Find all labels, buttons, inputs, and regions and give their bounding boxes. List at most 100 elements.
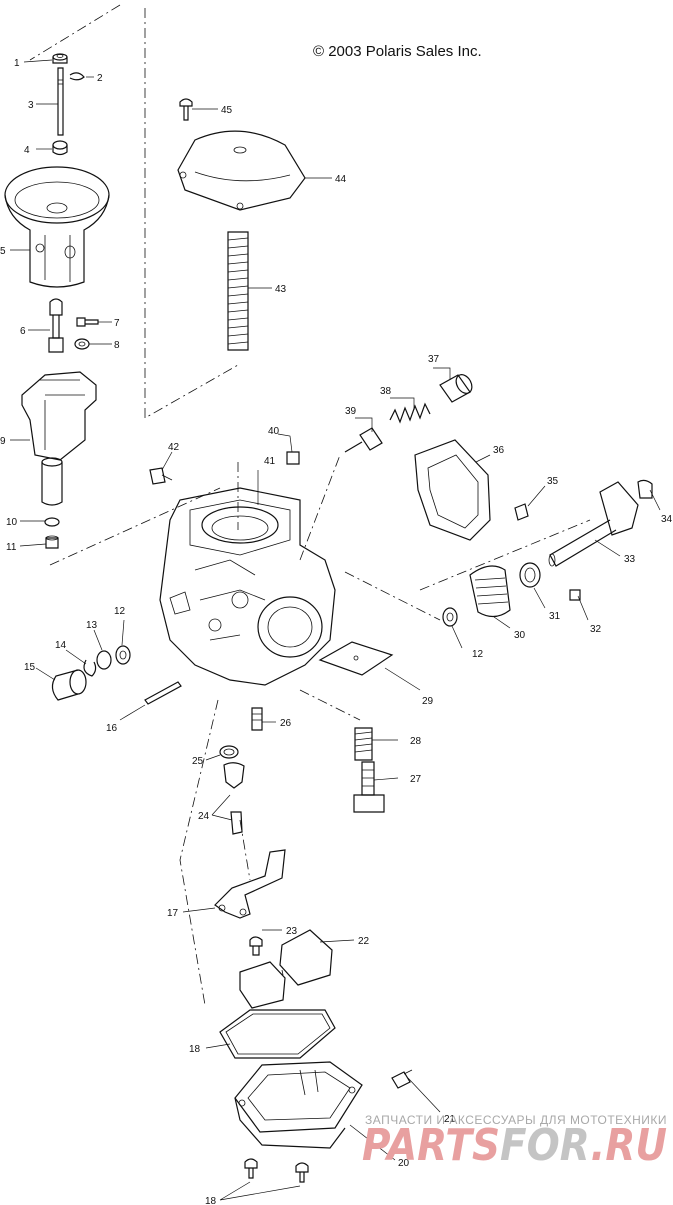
assembly-axis-lines	[29, 4, 591, 1006]
callout-labels: 1 2 3 4 5 6 7 8 9 10 11 12 13 14 15 16 1…	[0, 58, 673, 1205]
callout-13: 13	[86, 620, 98, 631]
part-42-screw	[149, 467, 173, 485]
part-9-slide-holder	[21, 371, 97, 506]
callout-43: 43	[275, 284, 287, 295]
part-7-screw	[76, 317, 99, 327]
watermark-brand-for: FOR	[500, 1120, 590, 1171]
part-23-screw	[249, 936, 263, 956]
part-4-washer	[52, 140, 68, 156]
leader-lines	[10, 59, 661, 1201]
part-12-washer-left	[115, 645, 131, 665]
callout-4: 4	[24, 145, 30, 156]
part-26-jet	[251, 707, 263, 731]
callout-9: 9	[0, 436, 6, 447]
part-28-spring	[354, 727, 373, 761]
callout-40: 40	[268, 426, 280, 437]
part-38-spring	[389, 402, 431, 424]
callout-15: 15	[24, 662, 36, 673]
watermark-brand-ru: .RU	[591, 1120, 667, 1171]
part-13-washer	[96, 650, 112, 670]
part-6-needle-holder	[48, 298, 64, 353]
callout-26: 26	[280, 718, 292, 729]
callout-14: 14	[55, 640, 67, 651]
callout-44: 44	[335, 174, 347, 185]
part-22-float	[239, 929, 333, 1009]
callout-39: 39	[345, 406, 357, 417]
callout-20: 20	[398, 1158, 410, 1169]
callout-12-left: 12	[114, 606, 126, 617]
callout-30: 30	[514, 630, 526, 641]
part-14-clip	[83, 659, 97, 677]
part-31-bushing	[519, 562, 541, 588]
callout-32: 32	[590, 624, 602, 635]
callout-7: 7	[114, 318, 120, 329]
callout-8: 8	[114, 340, 120, 351]
part-18-gasket	[219, 1009, 336, 1059]
callout-36: 36	[493, 445, 505, 456]
part-2-clip	[69, 72, 85, 81]
part-1-nut	[52, 53, 68, 64]
part-32-screw	[569, 589, 581, 601]
callout-27: 27	[410, 774, 422, 785]
callout-29: 29	[422, 696, 434, 707]
callout-10: 10	[6, 517, 18, 528]
part-11-screw	[45, 535, 59, 549]
part-25-o-ring	[219, 745, 239, 759]
callout-3: 3	[28, 100, 34, 111]
part-35-screw	[514, 503, 529, 521]
callout-35: 35	[547, 476, 559, 487]
part-27-screw	[353, 761, 385, 813]
callout-2: 2	[97, 73, 103, 84]
part-37-cap	[439, 374, 473, 403]
part-40-plug	[286, 451, 300, 465]
watermark: ЗАПЧАСТИ И АКСЕССУАРЫ ДЛЯ МОТОТЕХНИКИ PA…	[362, 1113, 667, 1171]
part-20-float-bowl	[234, 1061, 363, 1149]
callout-21: 21	[444, 1114, 456, 1125]
part-30-spring	[469, 565, 511, 618]
callout-16: 16	[106, 723, 118, 734]
part-45-screw	[179, 98, 193, 121]
callout-5: 5	[0, 246, 6, 257]
callout-38: 38	[380, 386, 392, 397]
part-44-cover	[177, 130, 306, 211]
callout-42: 42	[168, 442, 180, 453]
watermark-tagline: ЗАПЧАСТИ И АКСЕССУАРЫ ДЛЯ МОТОТЕХНИКИ	[365, 1113, 667, 1127]
callout-45: 45	[221, 105, 233, 116]
callout-11: 11	[6, 542, 17, 553]
part-19-screws	[244, 1158, 309, 1183]
part-34-screw	[637, 479, 653, 499]
callout-33: 33	[624, 554, 636, 565]
part-17-bracket	[214, 849, 286, 919]
callout-34: 34	[661, 514, 673, 525]
part-15-cap	[51, 669, 87, 701]
callout-12-right: 12	[472, 649, 484, 660]
carburetor-body	[159, 487, 336, 686]
callout-17: 17	[167, 908, 179, 919]
callout-37: 37	[428, 354, 440, 365]
part-12-washer-right	[442, 607, 458, 627]
callout-18: 18	[189, 1044, 201, 1055]
callout-19: 18	[205, 1196, 217, 1205]
callout-24: 24	[198, 811, 210, 822]
callout-31: 31	[549, 611, 561, 622]
copyright-text: © 2003 Polaris Sales Inc.	[313, 43, 482, 60]
part-16-shaft	[144, 681, 182, 705]
part-5-diaphragm-slide	[4, 166, 110, 288]
part-36-gasket	[414, 439, 491, 541]
callout-25: 25	[192, 756, 204, 767]
part-43-spring	[227, 231, 249, 351]
callout-28: 28	[410, 736, 422, 747]
part-21-drain-screw	[391, 1069, 413, 1089]
part-33-choke-shaft	[548, 481, 639, 567]
part-10-washer	[44, 517, 60, 527]
callout-6: 6	[20, 326, 26, 337]
watermark-brand-parts: PARTS	[362, 1120, 500, 1171]
watermark-brand: PARTSFOR.RU	[362, 1120, 667, 1171]
part-39-plunger	[344, 427, 383, 453]
callout-23: 23	[286, 926, 298, 937]
part-29-disc	[318, 641, 394, 676]
part-24-needle-jet	[223, 762, 245, 835]
part-3-rod	[57, 67, 64, 136]
part-8-nut	[74, 338, 90, 350]
